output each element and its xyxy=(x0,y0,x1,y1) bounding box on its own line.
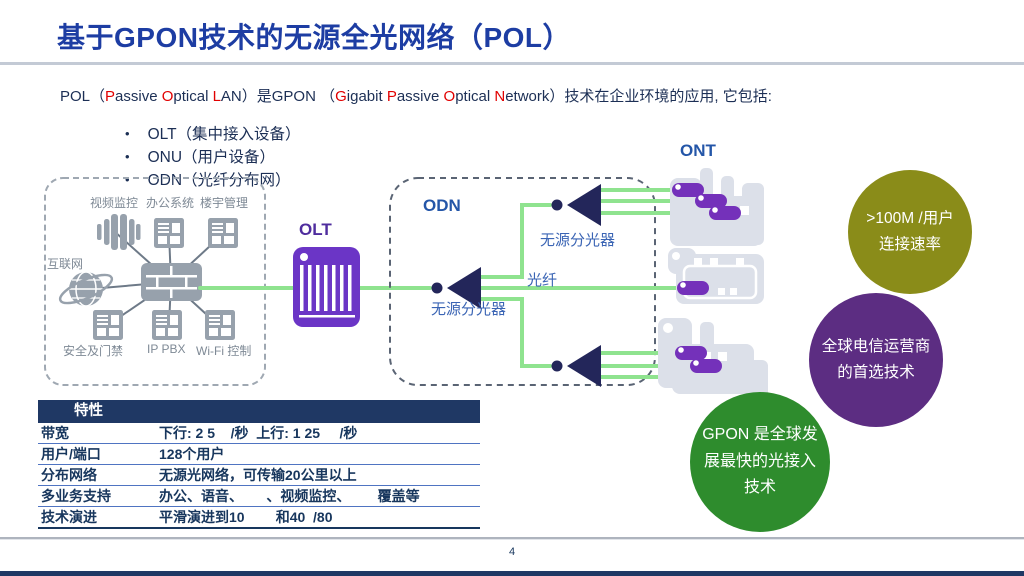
intro-text: POL（Passive Optical LAN）是GPON （Gigabit P… xyxy=(60,88,772,105)
building-middle-icon xyxy=(668,248,764,304)
video-surveillance-icon xyxy=(97,214,141,250)
bottom-accent-bar xyxy=(0,571,1024,576)
page-number: 4 xyxy=(508,546,516,558)
label-security-access: 安全及门禁 xyxy=(63,344,124,358)
feature-table: 特性 带宽 下行: 2 5 /秒 上行: 1 25 /秒 用户/端口 128个用… xyxy=(38,400,480,529)
fiber-label: 光纤 xyxy=(527,272,558,289)
table-row: 分布网络 无源光网络，可传输20公里以上 xyxy=(38,464,480,485)
building-mgmt-icon xyxy=(208,218,238,248)
table-row: 带宽 下行: 2 5 /秒 上行: 1 25 /秒 xyxy=(41,425,358,441)
ont-device-icon xyxy=(695,194,727,208)
splitter-center-label: 无源分光器 xyxy=(431,301,507,318)
ont-device-icon xyxy=(675,346,707,360)
table-row: 技术演进 平滑演进到10 和40 /80 xyxy=(38,506,480,527)
internet-globe-icon xyxy=(58,271,114,307)
wifi-control-icon xyxy=(205,310,235,340)
lan-dashed-box xyxy=(44,177,266,386)
building-bottom-icon xyxy=(658,318,768,398)
label-wifi-control: Wi-Fi 控制 xyxy=(196,344,252,358)
table-header: 特性 xyxy=(38,400,480,423)
table-row: 多业务支持 办公、语音、 、视频监控、 覆盖等 xyxy=(38,485,480,506)
benefit-circle-speed: >100M /用户连接速率 xyxy=(848,170,972,294)
title-divider xyxy=(0,62,1024,65)
odn-dashed-box xyxy=(389,177,656,386)
label-ip-pbx: IP PBX xyxy=(147,342,186,356)
ont-label: ONT xyxy=(680,141,716,160)
bullet-odn: ODN（光纤分布网） xyxy=(125,172,301,190)
odn-label: ODN xyxy=(423,196,461,215)
label-office-system: 办公系统 xyxy=(146,196,195,210)
core-switch-icon xyxy=(141,263,202,301)
ont-device-icon xyxy=(709,206,741,220)
olt-device-icon xyxy=(293,247,360,327)
label-video-surveillance: 视频监控 xyxy=(90,196,139,210)
security-access-icon xyxy=(93,310,123,340)
ont-device-icon xyxy=(677,281,709,295)
olt-label: OLT xyxy=(299,220,332,239)
splitter-center-icon xyxy=(431,267,481,309)
component-bullet-list: OLT（集中接入设备） ONU（用户设备） ODN（光纤分布网） xyxy=(85,126,301,195)
benefit-circle-gpon-growth: GPON 是全球发展最快的光接入技术 xyxy=(690,392,830,532)
benefit-circle-operators: 全球电信运营商的首选技术 xyxy=(809,293,943,427)
page-title: 基于GPON技术的无源全光网络（POL） xyxy=(57,22,572,53)
ont-device-icon xyxy=(690,359,722,373)
label-internet: 互联网 xyxy=(47,257,84,271)
bullet-onu: ONU（用户设备） xyxy=(125,149,301,167)
ip-pbx-icon xyxy=(152,310,182,340)
splitter-bottom-icon xyxy=(551,345,601,387)
bullet-olt: OLT（集中接入设备） xyxy=(125,126,301,144)
table-row: 用户/端口 128个用户 xyxy=(38,443,480,464)
label-building-mgmt: 楼宇管理 xyxy=(200,196,249,210)
office-system-icon xyxy=(154,218,184,248)
ont-devices xyxy=(672,183,741,373)
splitter-top-icon xyxy=(551,184,601,226)
footer-divider xyxy=(0,537,1024,540)
splitter-top-label: 无源分光器 xyxy=(540,232,616,249)
ont-device-icon xyxy=(672,183,704,197)
